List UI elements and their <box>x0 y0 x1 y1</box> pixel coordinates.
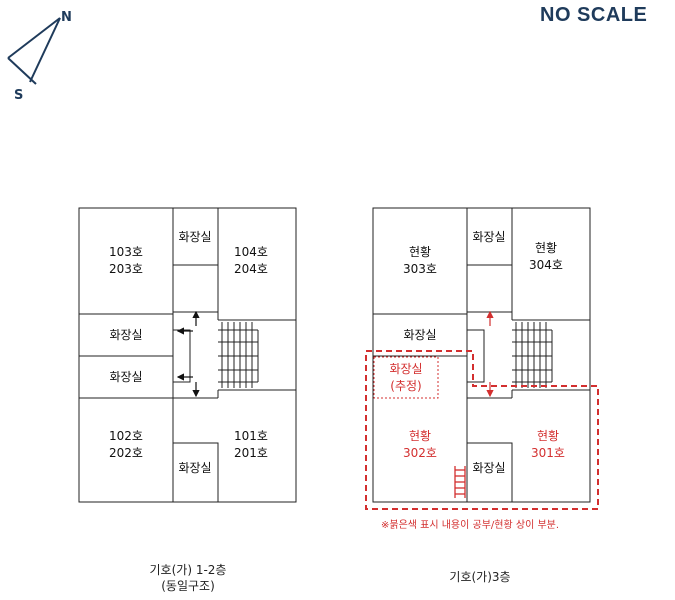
room-204: 204호 <box>234 262 268 276</box>
room-303: 303호 <box>403 262 437 276</box>
room-303-status: 현황 <box>409 245 431 259</box>
toilet-estimated-note: (추정) <box>390 379 421 393</box>
room-201: 201호 <box>234 446 268 460</box>
left-plan-caption-line2: (동일구조) <box>161 579 215 593</box>
toilet-label: 화장실 <box>472 230 505 244</box>
stair-icon <box>218 322 259 388</box>
room-103: 103호 <box>109 245 143 259</box>
highlight-region <box>365 350 599 510</box>
room-202: 202호 <box>109 446 143 460</box>
toilet-label: 화장실 <box>178 230 211 244</box>
toilet-label: 화장실 <box>178 461 211 475</box>
room-302: 302호 <box>403 446 437 460</box>
plan-right <box>372 207 591 503</box>
room-102: 102호 <box>109 429 143 443</box>
plan-right-toilet-bottom <box>467 442 513 502</box>
room-304: 304호 <box>529 258 563 272</box>
room-203: 203호 <box>109 262 143 276</box>
compass-south: S <box>14 88 23 103</box>
toilet-label: 화장실 <box>109 328 142 342</box>
room-301: 301호 <box>531 446 565 460</box>
room-301-status: 현황 <box>537 429 559 443</box>
toilet-label: 화장실 <box>109 370 142 384</box>
plan-right-outline <box>372 207 591 503</box>
stair-icon <box>454 466 466 498</box>
stair-icon <box>512 322 553 388</box>
estimated-toilet-box <box>373 356 439 399</box>
scale-note: NO SCALE <box>540 4 648 26</box>
plan-left-toilet-bottom <box>173 442 219 502</box>
arrow-icon <box>176 310 200 398</box>
room-302-status: 현황 <box>409 429 431 443</box>
compass-icon: N S <box>7 10 72 103</box>
right-plan-caption: 기호(가)3층 <box>449 570 511 584</box>
discrepancy-note: ※붉은색 표시 내용이 공부/현황 상이 부분. <box>381 519 559 531</box>
room-304-status: 현황 <box>535 241 557 255</box>
toilet-label: 화장실 <box>403 328 436 342</box>
compass-north: N <box>61 10 72 25</box>
toilet-estimated-label: 화장실 <box>389 362 422 376</box>
left-plan-caption-line1: 기호(가) 1-2층 <box>149 563 227 577</box>
room-101: 101호 <box>234 429 268 443</box>
plan-left-outline <box>78 207 297 503</box>
toilet-label: 화장실 <box>472 461 505 475</box>
room-104: 104호 <box>234 245 268 259</box>
left-plan-caption: 기호(가) 1-2층 (동일구조) <box>118 562 258 594</box>
